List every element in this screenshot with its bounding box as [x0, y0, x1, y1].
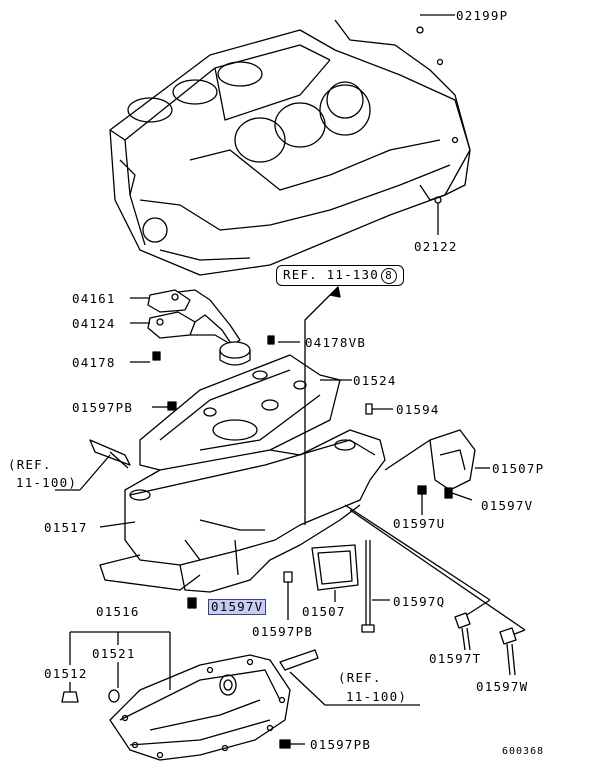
ref-circle-number: 8 [380, 268, 397, 284]
label-01597PB-bottom[interactable]: 01597PB [310, 737, 372, 752]
oil-strainer-illustration [147, 289, 251, 366]
catalog-number: 600368 [502, 746, 545, 757]
label-01597Q[interactable]: 01597Q [393, 594, 446, 609]
label-04178VB[interactable]: 04178VB [305, 335, 367, 350]
ref-11-130-text: REF. 11-130 [283, 267, 379, 282]
label-04124[interactable]: 04124 [72, 316, 116, 331]
label-01507[interactable]: 01507 [302, 604, 346, 619]
label-04161[interactable]: 04161 [72, 291, 116, 306]
label-01597V-selected[interactable]: 01597V [208, 599, 267, 615]
label-01512[interactable]: 01512 [44, 666, 88, 681]
label-01597PB-upper[interactable]: 01597PB [72, 400, 134, 415]
label-01597W[interactable]: 01597W [476, 679, 529, 694]
label-01597U[interactable]: 01597U [393, 516, 446, 531]
label-01507P[interactable]: 01507P [492, 461, 545, 476]
ref-bottom-line1[interactable]: (REF. [338, 670, 382, 685]
ref-bottom-line2[interactable]: 11-100) [346, 689, 408, 704]
label-01524[interactable]: 01524 [353, 373, 397, 388]
engine-block-illustration [109, 19, 471, 276]
label-01521[interactable]: 01521 [92, 646, 136, 661]
label-02199P[interactable]: 02199P [456, 8, 509, 23]
label-01597T[interactable]: 01597T [429, 651, 482, 666]
label-01597V-right[interactable]: 01597V [481, 498, 534, 513]
ref-left-line2[interactable]: 11-100) [16, 475, 78, 490]
label-01597PB-middle[interactable]: 01597PB [252, 624, 314, 639]
label-01517[interactable]: 01517 [44, 520, 88, 535]
label-02122[interactable]: 02122 [414, 239, 458, 254]
ref-left-line1[interactable]: (REF. [8, 457, 52, 472]
lower-oil-pan-illustration [109, 649, 319, 761]
upper-oil-pan-illustration [89, 429, 386, 593]
label-01594[interactable]: 01594 [396, 402, 440, 417]
baffle-plate-illustration [139, 354, 341, 476]
label-04178[interactable]: 04178 [72, 355, 116, 370]
label-01516[interactable]: 01516 [96, 604, 140, 619]
